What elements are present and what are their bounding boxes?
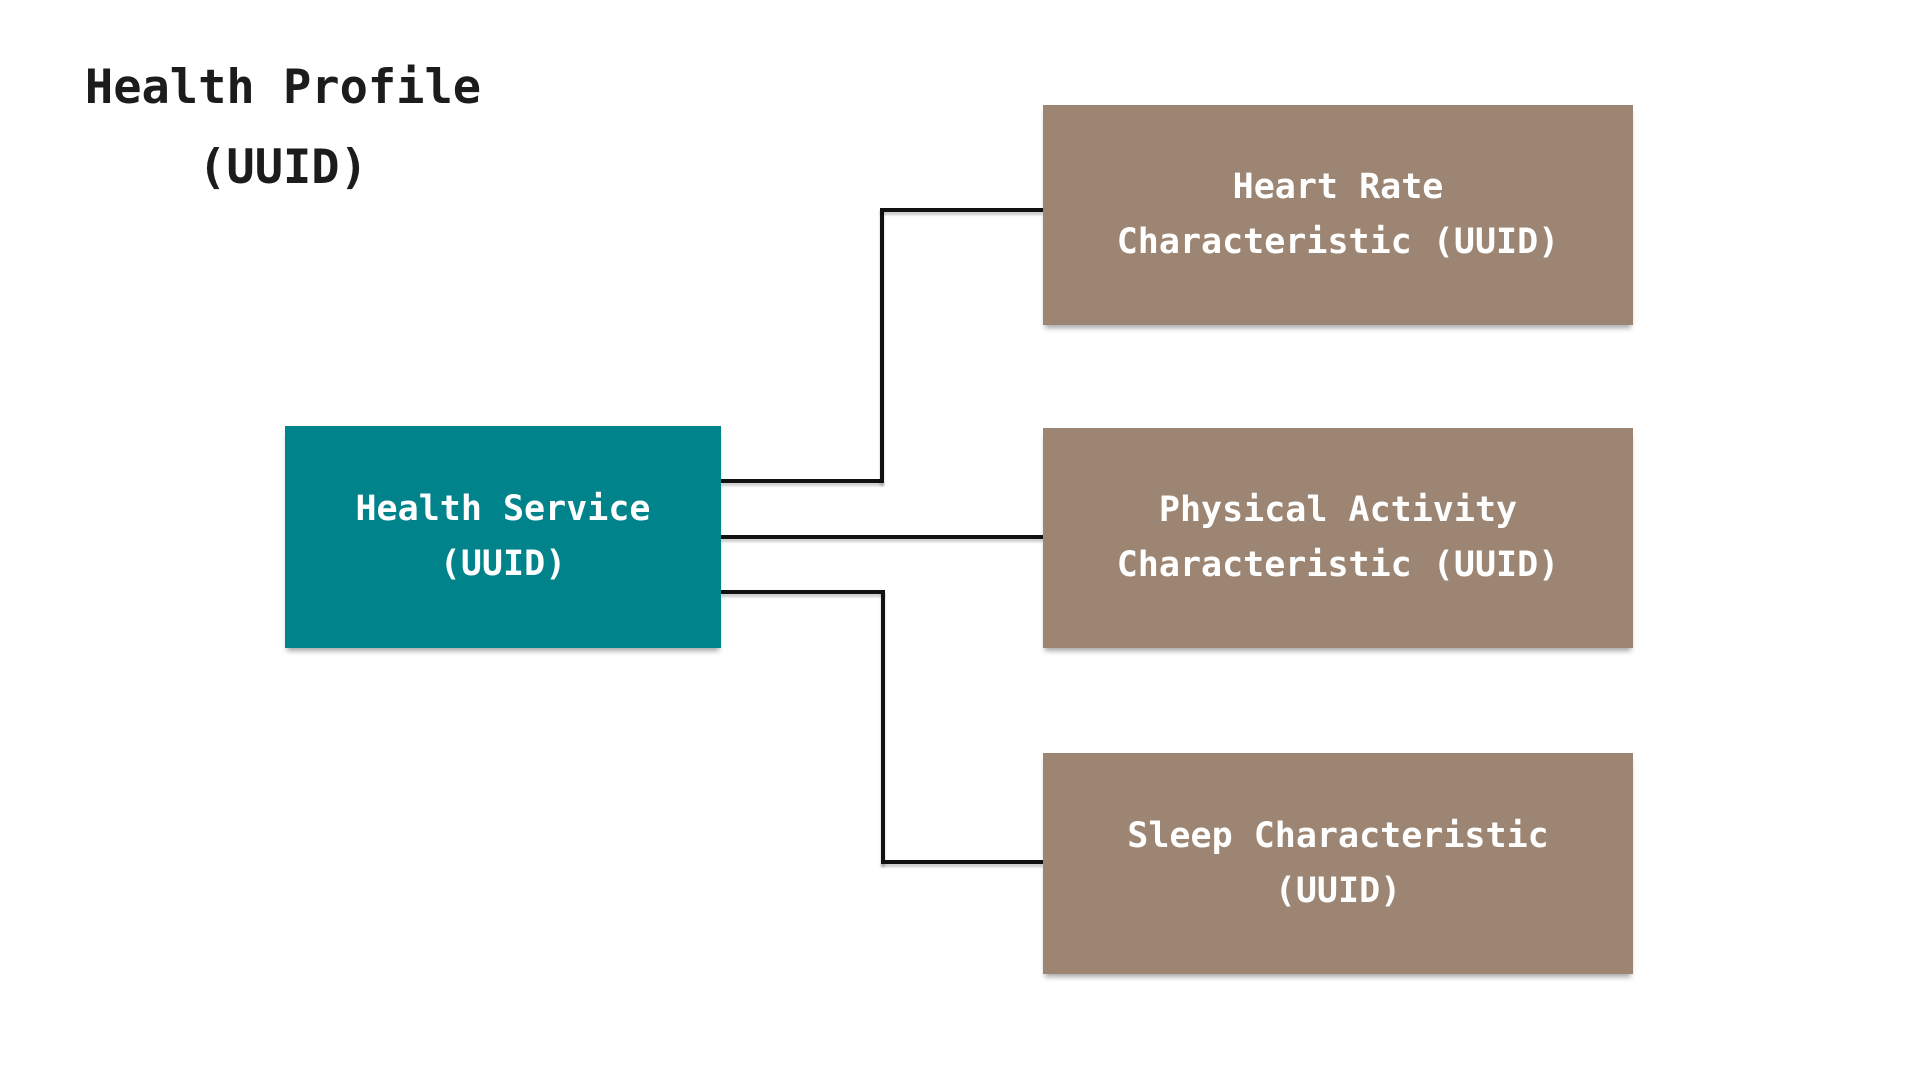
node-physical-activity-label-line1: Physical Activity: [1158, 490, 1518, 530]
edge-service-to-heart-rate-segment: [880, 208, 1043, 212]
diagram-title: Health Profile (UUID): [83, 48, 483, 208]
node-health-service-label-line1: Health Service: [355, 489, 651, 529]
node-health-service: Health Service (UUID): [285, 426, 721, 648]
node-heart-rate-label-line2: Characteristic (UUID): [1116, 222, 1560, 262]
node-sleep-label-line2: (UUID): [1274, 870, 1402, 911]
node-sleep-characteristic: Sleep Characteristic (UUID): [1043, 753, 1633, 974]
edge-service-to-heart-rate-segment: [721, 479, 884, 483]
node-heart-rate-characteristic: Heart Rate Characteristic (UUID): [1043, 105, 1633, 325]
edge-service-to-sleep-segment: [881, 590, 885, 864]
edge-service-to-sleep-segment: [881, 860, 1043, 864]
edge-service-to-sleep-segment: [721, 590, 885, 594]
node-physical-activity-label-line2: Characteristic (UUID): [1116, 545, 1560, 585]
node-physical-activity-characteristic: Physical Activity Characteristic (UUID): [1043, 428, 1633, 648]
diagram-title-line1: Health Profile: [84, 60, 482, 115]
diagram-title-line2: (UUID): [198, 140, 368, 195]
edge-service-to-heart-rate-segment: [880, 208, 884, 483]
edge-service-to-physical-activity-segment: [721, 535, 1043, 539]
node-sleep-label-line1: Sleep Characteristic: [1127, 815, 1549, 856]
node-health-service-label-line2: (UUID): [439, 544, 567, 584]
node-heart-rate-label-line1: Heart Rate: [1232, 167, 1444, 207]
